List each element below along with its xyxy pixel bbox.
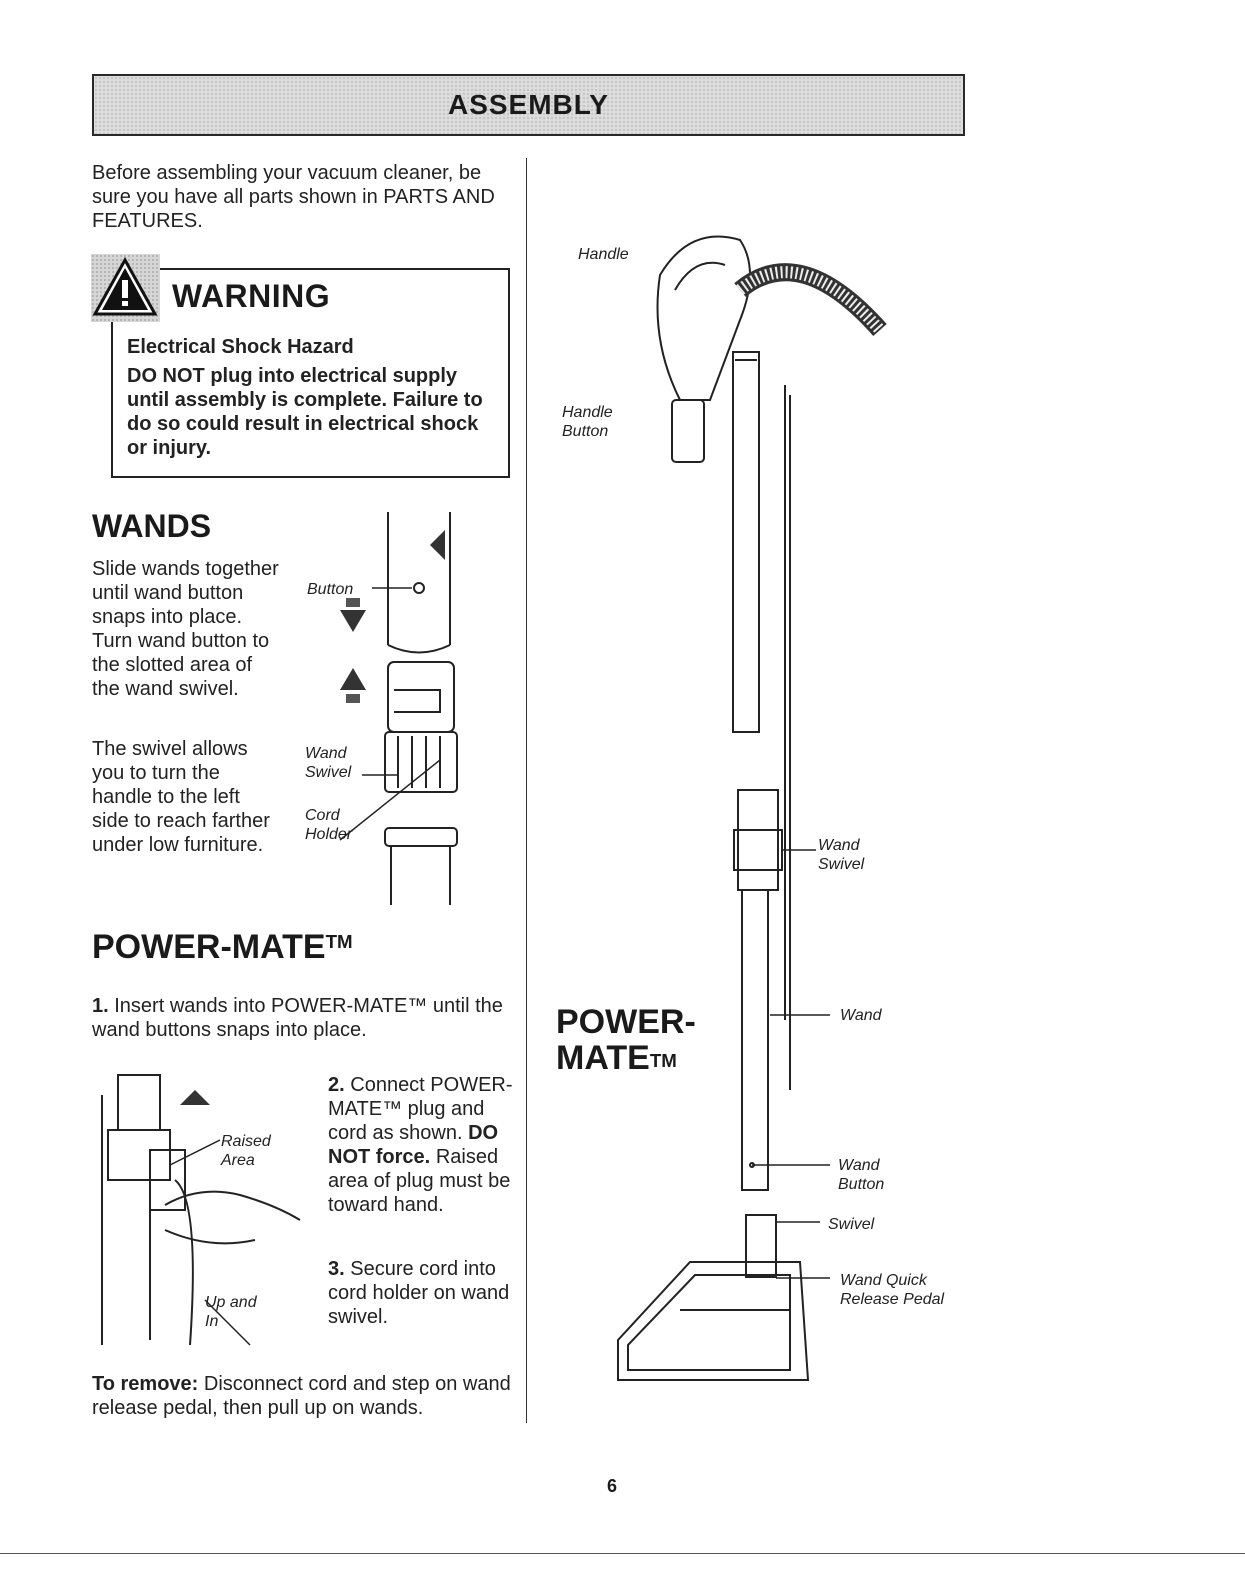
intro-paragraph: Before assembling your vacuum cleaner, b…: [92, 162, 495, 232]
label-button: Button: [307, 581, 354, 598]
remove-instructions: To remove: Disconnect cord and step on w…: [92, 1373, 511, 1419]
label-cord-holder: Cord Holder: [305, 807, 353, 843]
label-up-and-in: Up and In: [205, 1294, 257, 1330]
warning-icon-background: [91, 254, 160, 322]
label-wand-swivel-right: Wand Swivel: [818, 837, 865, 873]
page-number: 6: [606, 1476, 618, 1496]
warning-subtitle: Electrical Shock Hazard: [127, 336, 354, 358]
wands-heading: WANDS: [92, 508, 212, 544]
powermate-step-1: 1. Insert wands into POWER-MATE™ until t…: [92, 995, 503, 1041]
label-handle: Handle: [578, 246, 629, 263]
wands-instructions: Slide wands together until wand button s…: [92, 558, 279, 700]
warning-title: WARNING: [172, 278, 331, 314]
label-wand-button: Wand Button: [838, 1157, 885, 1193]
label-swivel: Swivel: [828, 1216, 875, 1233]
warning-text: DO NOT plug into electrical supply until…: [127, 365, 483, 459]
label-handle-button: Handle Button: [562, 404, 613, 440]
vacuum-illustration: [617, 235, 887, 1381]
powermate-figure-heading: POWER-MATETM: [556, 1003, 696, 1077]
section-banner: ASSEMBLY: [92, 74, 965, 136]
bottom-rule: [0, 1553, 1245, 1554]
page-title: ASSEMBLY: [447, 89, 609, 120]
label-wand: Wand: [840, 1007, 882, 1024]
powermate-step-2: 2. Connect POWER-MATE™ plug and cord as …: [328, 1074, 513, 1216]
wands-illustration: [339, 512, 458, 905]
powermate-step-3: 3. Secure cord into cord holder on wand …: [328, 1258, 510, 1328]
label-release-pedal: Wand Quick Release Pedal: [840, 1272, 945, 1308]
powermate-heading: POWER-MATETM: [92, 928, 353, 966]
column-divider: [526, 158, 527, 1423]
label-wand-swivel-left: Wand Swivel: [305, 745, 352, 781]
swivel-description: The swivel allows you to turn the handle…: [92, 738, 270, 856]
plug-illustration: [101, 1074, 301, 1346]
label-raised-area: Raised Area: [221, 1133, 271, 1169]
warning-triangle-icon: [92, 256, 158, 316]
warning-box: [111, 268, 510, 478]
